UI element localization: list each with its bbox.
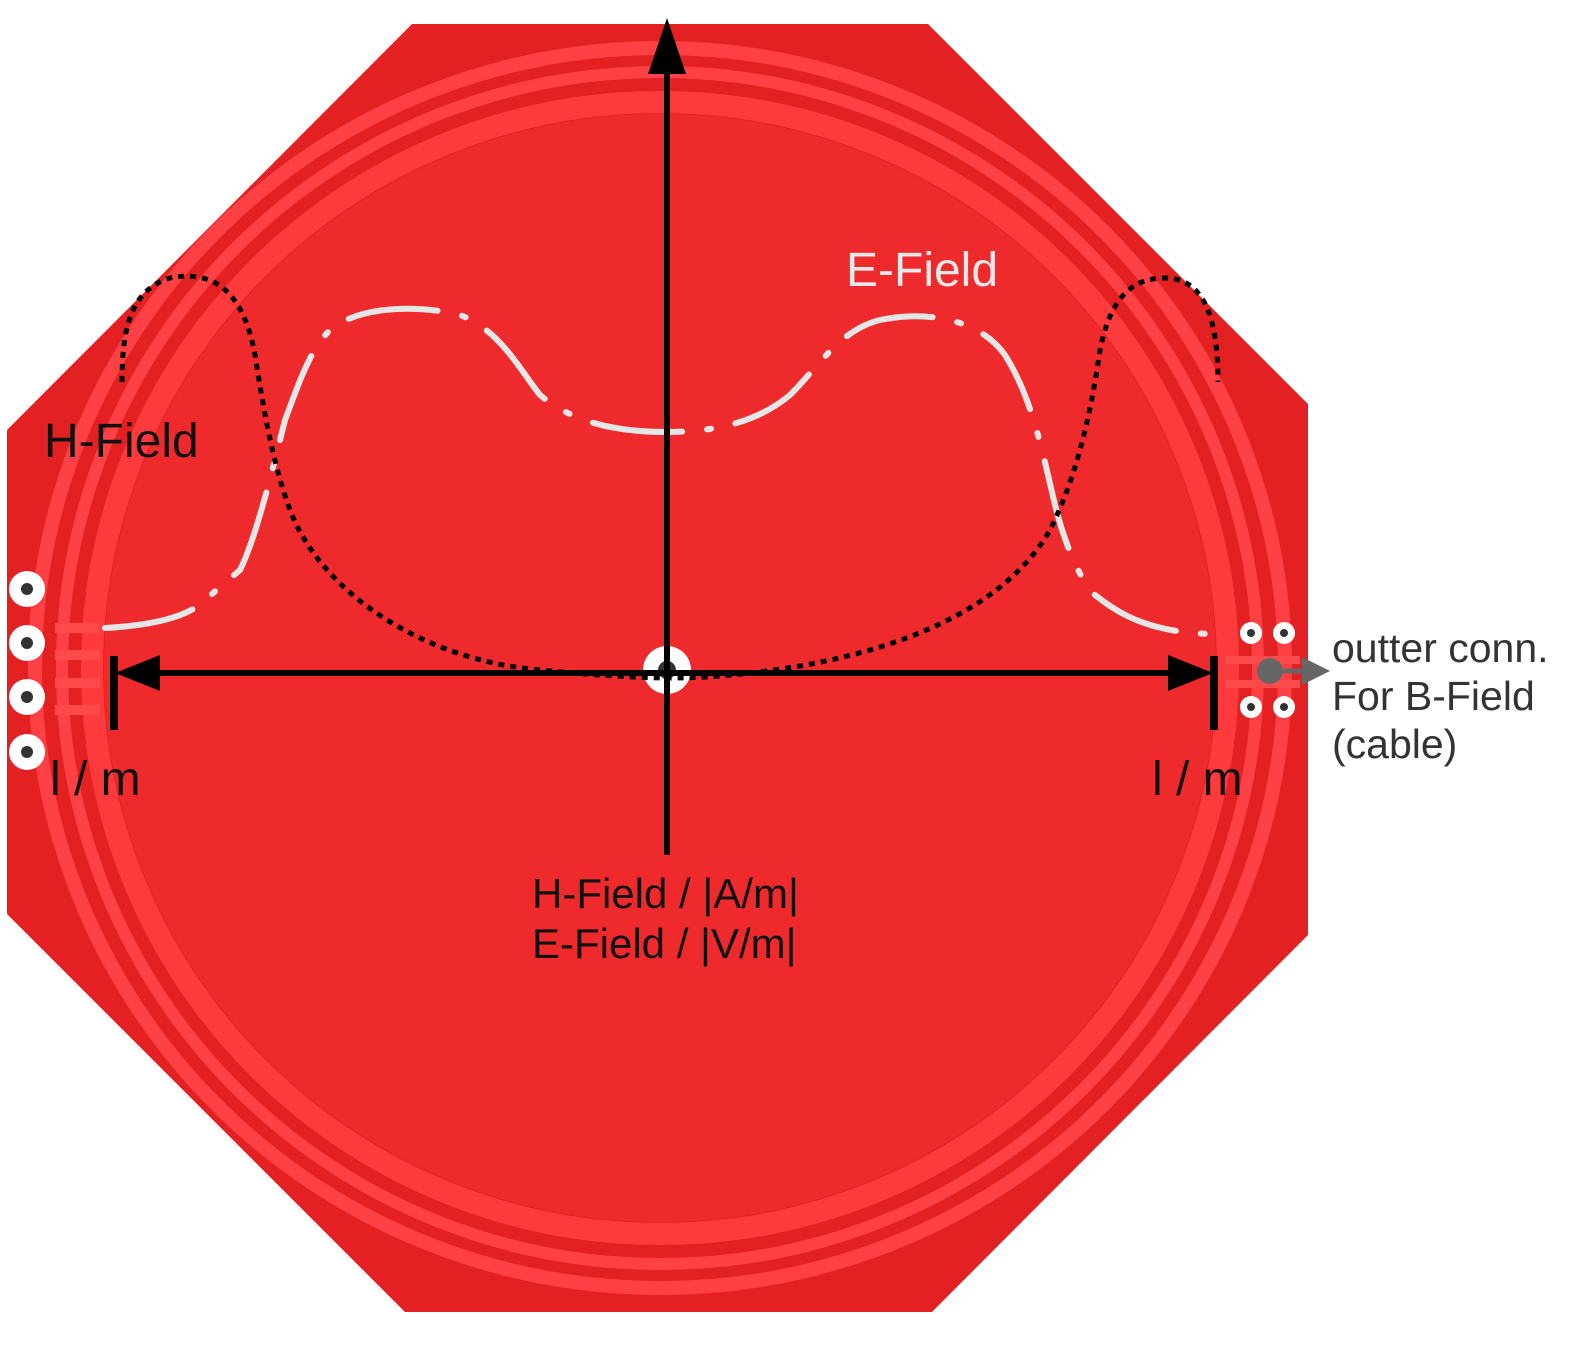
y-axis-label-line1: H-Field / |A/m| [532, 870, 799, 917]
x-axis-right-arrowhead [1168, 655, 1213, 691]
y-axis-label-line2: E-Field / |V/m| [532, 920, 797, 967]
connector-label-line1: outter conn. [1332, 625, 1549, 671]
h-field-label: H-Field [44, 415, 199, 468]
left-connector-pads [9, 571, 100, 770]
axes [110, 18, 1218, 855]
connector-label-line2: For B-Field [1332, 673, 1535, 719]
x-axis-left-arrowhead [115, 655, 160, 691]
right-connector-pads [1225, 622, 1300, 718]
y-axis-arrowhead [648, 18, 686, 74]
e-field-label: E-Field [846, 244, 998, 297]
connector-label-line3: (cable) [1332, 721, 1457, 767]
inner-trace [81, 91, 1239, 1245]
distance-label-right: l / m [1152, 753, 1243, 806]
outer-connector-marker [1257, 657, 1330, 685]
connector-arrowhead [1302, 657, 1330, 685]
distance-label-left: l / m [50, 753, 141, 806]
